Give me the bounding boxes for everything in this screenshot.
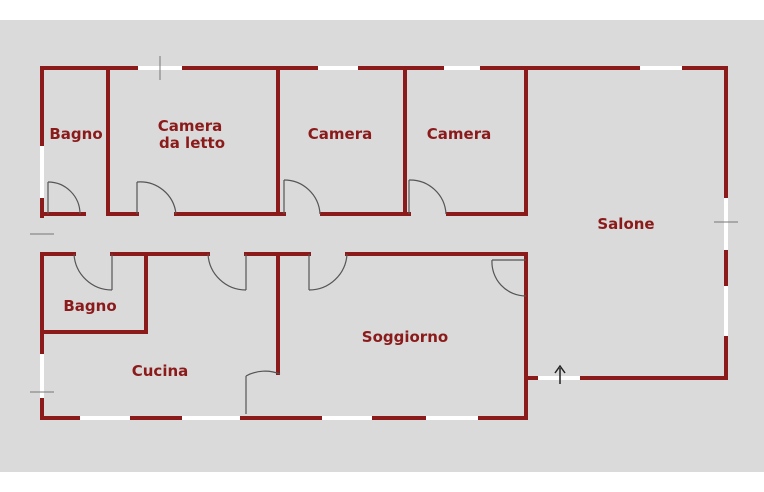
room-label-bagno-top: Bagno (49, 125, 102, 143)
room-label-soggiorno: Soggiorno (362, 328, 448, 346)
arrow-up-icon (554, 364, 566, 384)
room-label-camera-letto-line1: Camera (158, 117, 222, 135)
room-label-camera-1: Camera (308, 125, 372, 143)
room-label-bagno-bottom: Bagno (63, 297, 116, 315)
windows (40, 66, 728, 420)
floor-plan-drawing: Bagno Camera da letto Camera Camera Salo… (30, 56, 738, 420)
room-label-camera-2: Camera (427, 125, 491, 143)
room-labels: Bagno Camera da letto Camera Camera Salo… (49, 117, 654, 380)
room-label-cucina: Cucina (132, 362, 189, 380)
interior-walls (40, 66, 528, 375)
doors (47, 179, 527, 414)
window-ticks (30, 56, 738, 393)
floor-plan: Bagno Camera da letto Camera Camera Salo… (0, 20, 764, 472)
room-label-salone: Salone (597, 215, 654, 233)
room-label-camera-letto-line2: da letto (159, 134, 225, 152)
